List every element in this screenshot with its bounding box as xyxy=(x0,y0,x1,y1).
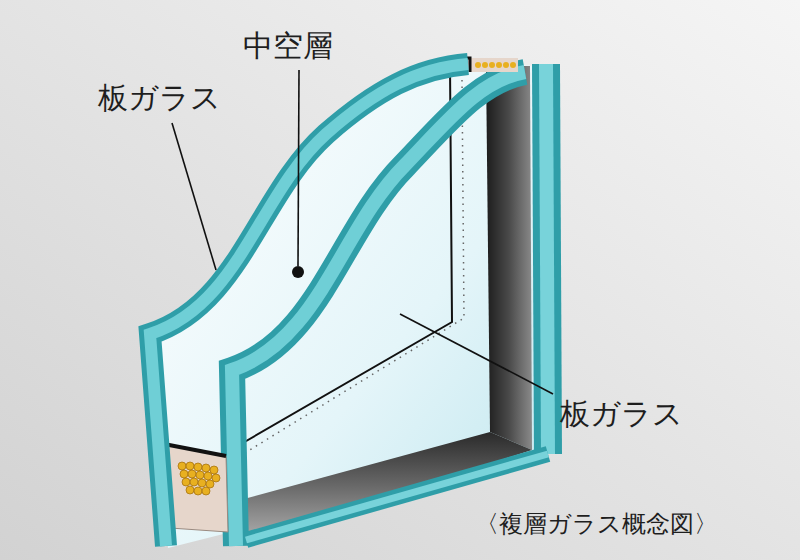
desiccant-beads-top xyxy=(475,62,516,68)
leader-line xyxy=(172,123,216,270)
spacer-section-top xyxy=(470,58,518,72)
glass-edge-right xyxy=(546,64,548,454)
glass-edge-right-highlight xyxy=(546,64,548,454)
part-label: 中空層 xyxy=(243,28,333,64)
part-label: 板ガラス xyxy=(98,80,221,116)
leader-dot xyxy=(292,266,304,278)
desiccant-beads xyxy=(178,462,220,495)
glass-pane-highlight xyxy=(150,64,468,546)
caption: 〈複層ガラス概念図〉 xyxy=(475,510,718,539)
sealant-line xyxy=(164,444,226,456)
glass-pane-edge xyxy=(150,64,468,546)
spacer-right xyxy=(486,66,532,450)
leader-line xyxy=(400,314,553,394)
leader-line xyxy=(298,70,299,266)
glass-face xyxy=(150,64,548,548)
part-label: 板ガラス xyxy=(560,396,683,432)
